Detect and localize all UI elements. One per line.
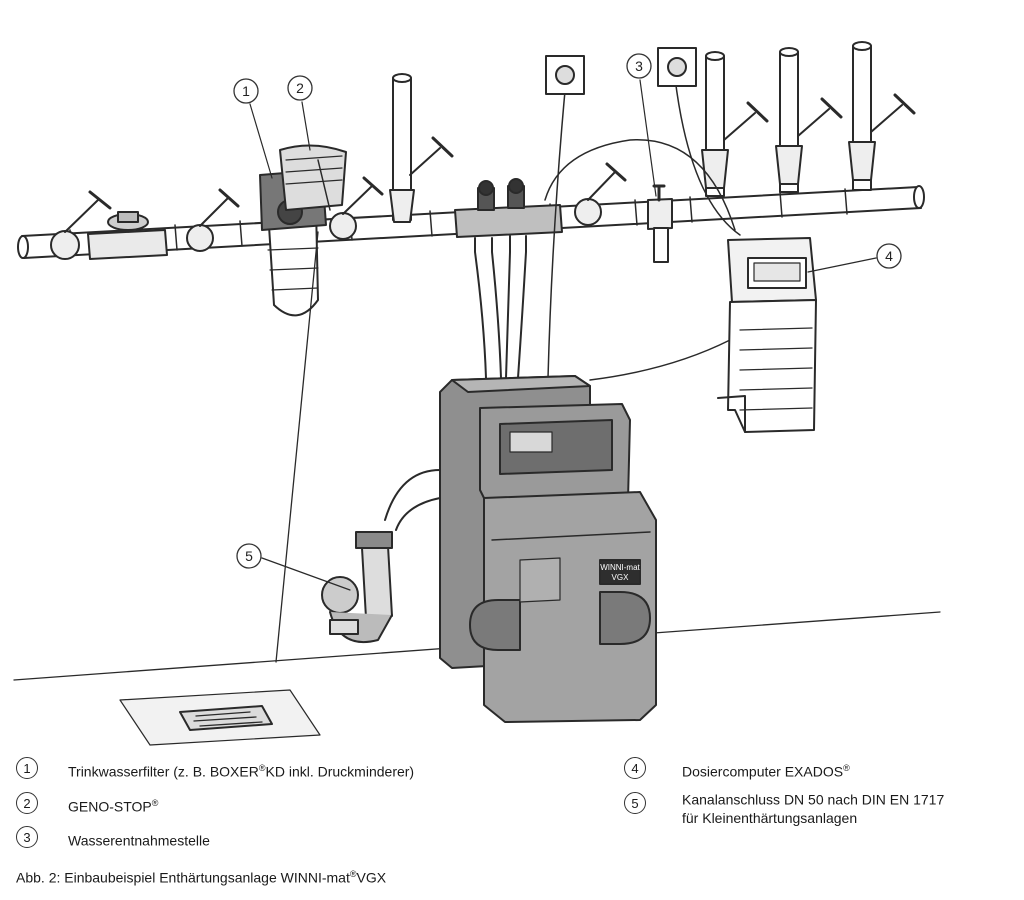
callout-5: 5	[236, 543, 262, 569]
device-label: WINNI-mat VGX	[600, 563, 640, 582]
legend-text: Dosiercomputer EXADOS®	[682, 759, 850, 781]
branch-pipe-3	[775, 47, 843, 193]
water-meter	[87, 211, 168, 260]
legend-number: 1	[16, 757, 38, 779]
legend-text-part: GENO-STOP	[68, 798, 152, 815]
legend-text: Trinkwasserfilter (z. B. BOXER®KD inkl. …	[68, 759, 414, 781]
registered-mark: ®	[258, 763, 266, 773]
water-softener	[439, 375, 657, 723]
registered-mark: ®	[349, 869, 357, 879]
wall-socket-2	[657, 47, 697, 87]
legend-text: Wasserentnahmestelle	[68, 828, 210, 850]
figure-caption: Abb. 2: Einbaubeispiel Enthärtungsanlage…	[16, 869, 386, 886]
callout-2: 2	[287, 75, 313, 101]
legend-text-part: Trinkwasserfilter (z. B. BOXER	[68, 763, 259, 780]
caption-text: Abb. 2: Einbaubeispiel Enthärtungsanlage…	[16, 869, 350, 886]
legend-text-part: KD inkl. Druckminderer)	[265, 763, 415, 780]
leader-lines	[249, 79, 877, 591]
floor-drain	[119, 689, 321, 746]
callout-1: 1	[233, 78, 259, 104]
legend-text-line-2: für Kleinenthärtungsanlagen	[682, 809, 858, 826]
connection-block	[454, 178, 563, 238]
water-tap	[647, 184, 673, 263]
branch-pipe-2	[701, 51, 769, 197]
callout-3-label: 3	[635, 58, 643, 74]
callout-3: 3	[626, 53, 652, 79]
callout-1-label: 1	[242, 83, 250, 99]
legend-number: 3	[16, 826, 38, 848]
shutoff-valve-1	[50, 190, 112, 260]
callout-4: 4	[876, 243, 902, 269]
device-label-line-2: VGX	[612, 573, 630, 582]
installation-diagram: 1 2 3 4 5 WINNI-mat VGX	[13, 41, 941, 746]
legend-text: GENO-STOP®	[68, 794, 158, 816]
callout-5-label: 5	[245, 548, 253, 564]
registered-mark: ®	[843, 763, 850, 773]
shutoff-valve-4	[574, 162, 627, 226]
shutoff-valve-2	[186, 188, 240, 252]
branch-pipe-1	[389, 73, 454, 223]
wall-socket-1	[545, 55, 585, 95]
legend-number: 4	[624, 757, 646, 779]
device-label-line-1: WINNI-mat	[600, 563, 640, 572]
hoses	[275, 77, 741, 663]
legend-text-part: Dosiercomputer EXADOS	[682, 763, 844, 780]
drain-connection	[321, 531, 393, 644]
geno-stop	[279, 144, 347, 211]
branch-pipe-4	[848, 41, 916, 191]
caption-text-suffix: VGX	[356, 869, 387, 886]
legend-text-part: Kanalanschluss DN 50 nach DIN EN 1717	[682, 791, 945, 808]
legend-number: 5	[624, 792, 646, 814]
registered-mark: ®	[151, 798, 159, 808]
legend-text-part: Wasserentnahmestelle	[68, 832, 210, 849]
callout-2-label: 2	[296, 80, 304, 96]
callout-4-label: 4	[885, 248, 893, 264]
legend-number: 2	[16, 792, 38, 814]
dosing-computer	[717, 237, 817, 433]
shutoff-valve-3	[329, 176, 384, 240]
